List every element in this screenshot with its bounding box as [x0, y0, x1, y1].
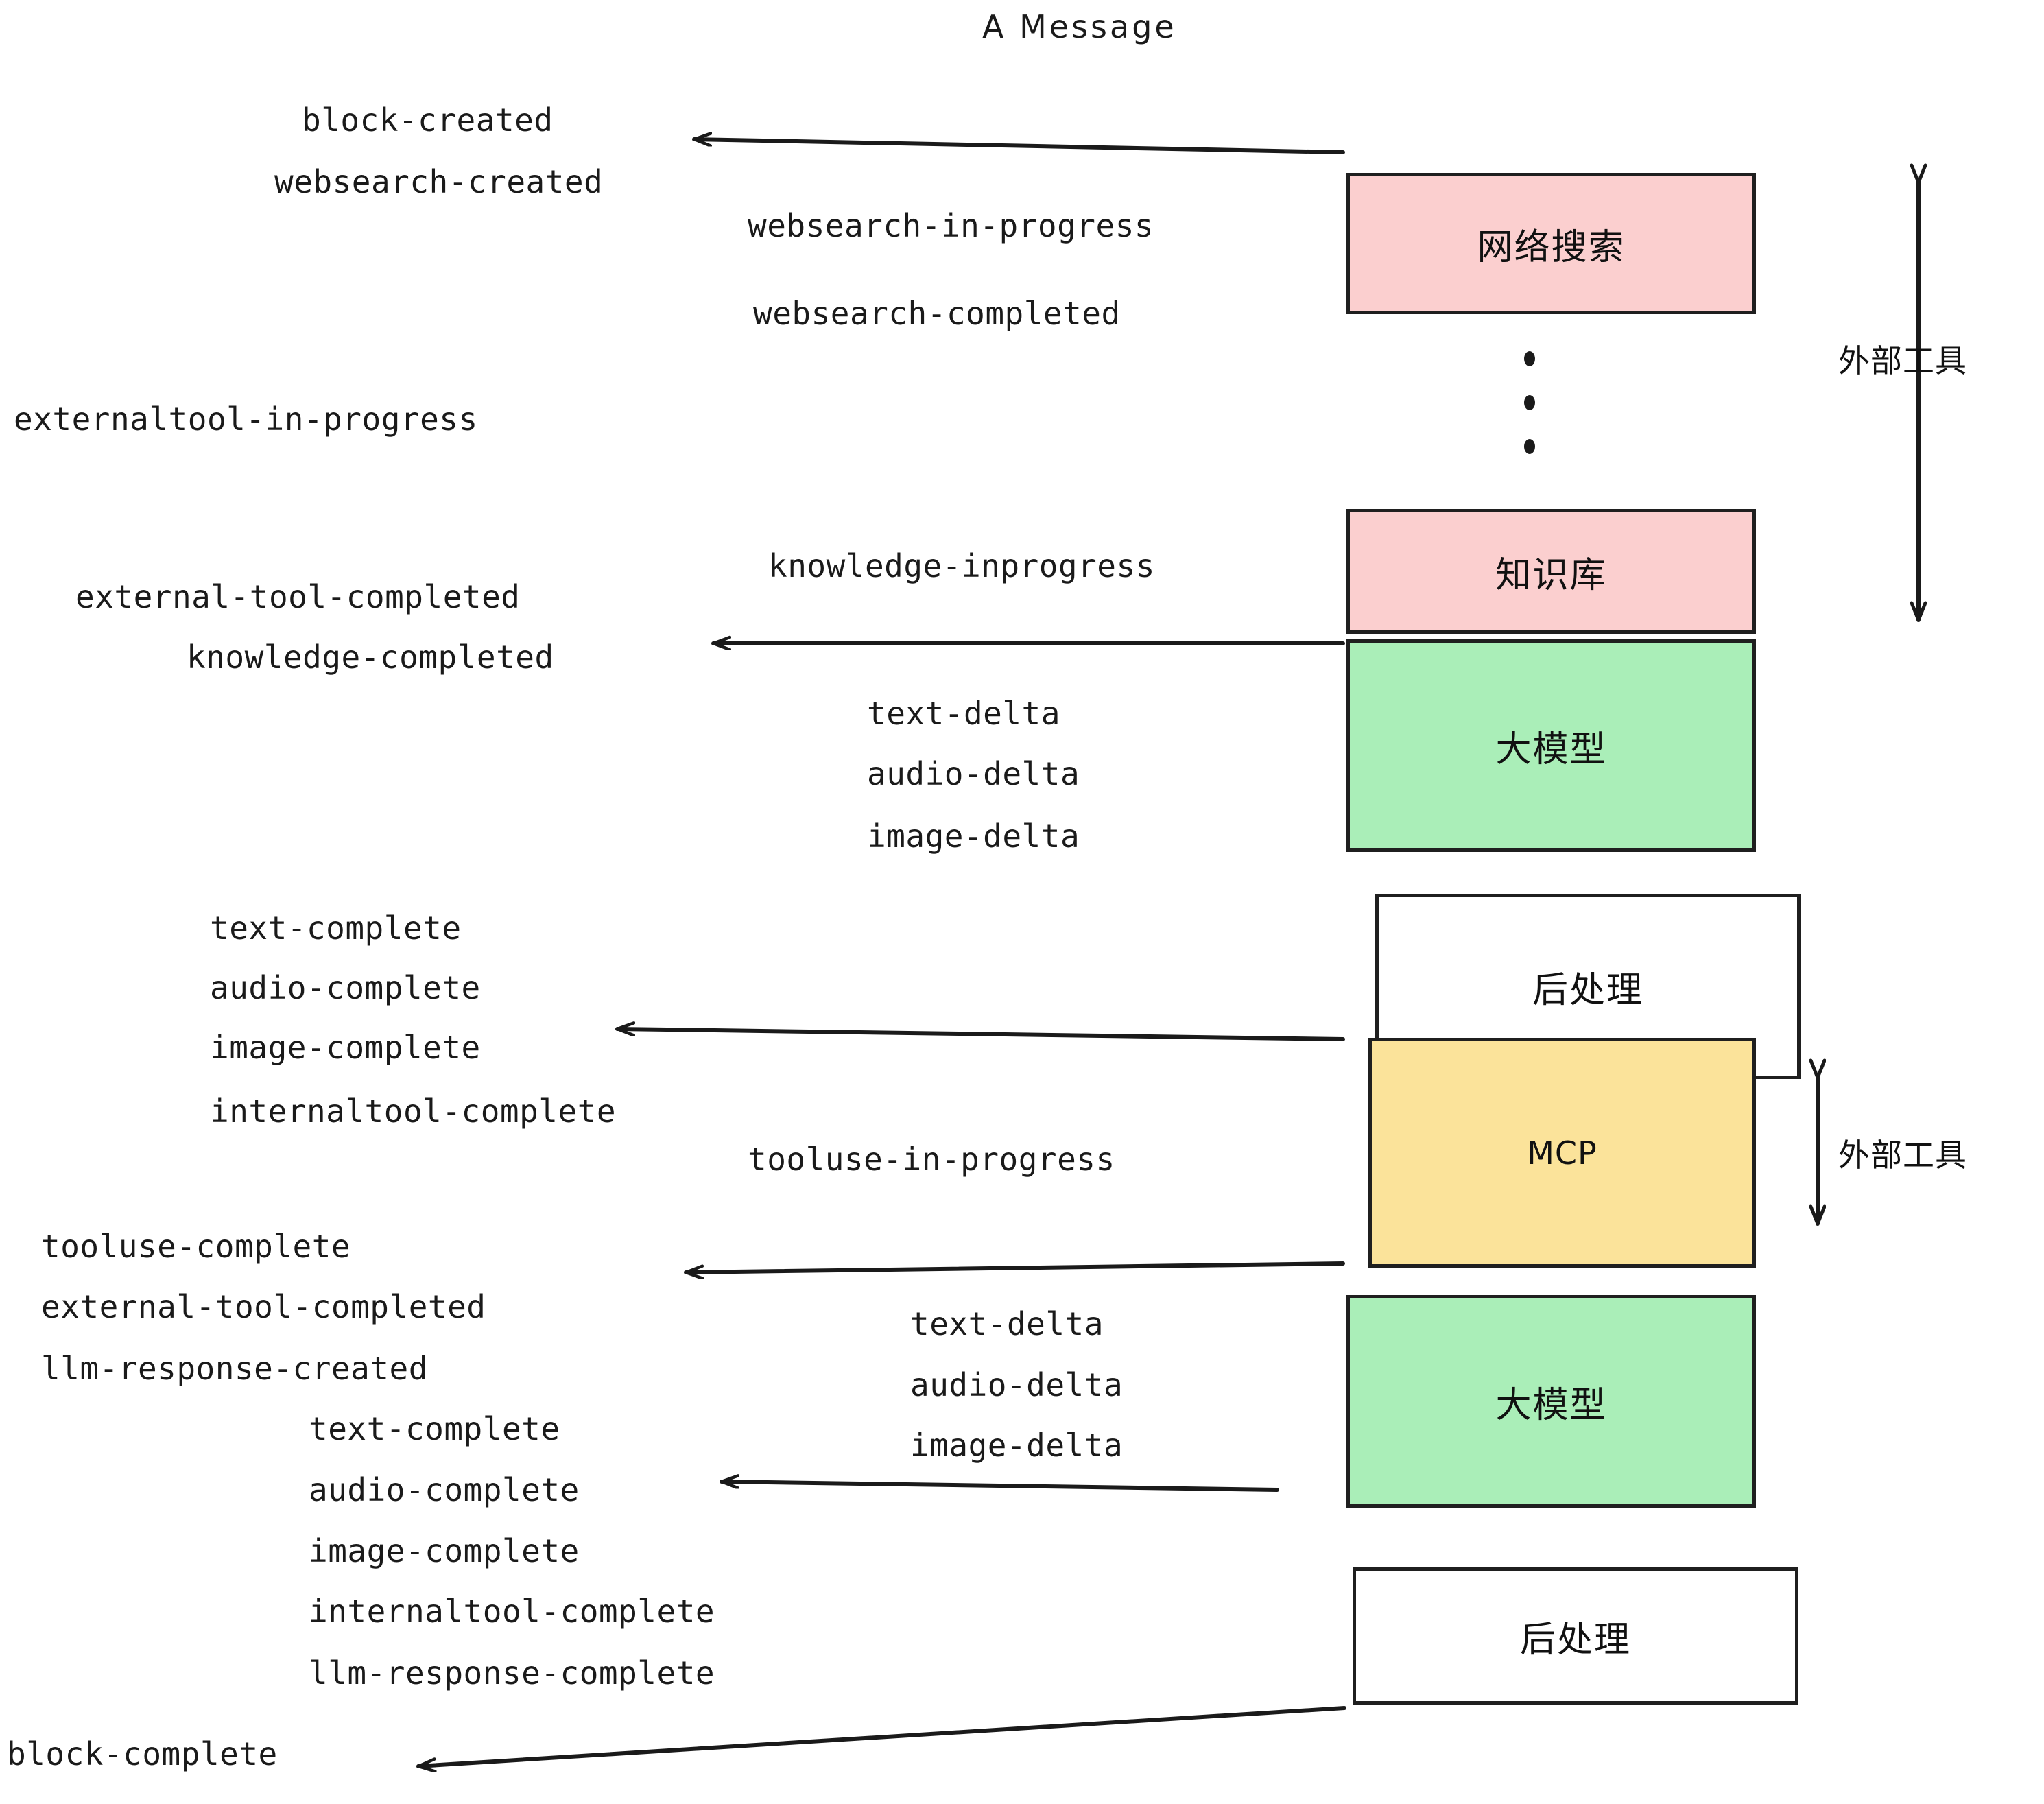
event-label-audio-complete-1: audio-complete — [210, 969, 481, 1006]
vertical-ellipsis-icon — [1524, 351, 1535, 454]
event-label-knowledge-inprogress: knowledge-inprogress — [768, 547, 1155, 584]
node-label: 网络搜索 — [1477, 226, 1626, 268]
event-label-external-tool-completed-2: external-tool-completed — [41, 1288, 486, 1325]
event-label-audio-complete-2: audio-complete — [309, 1471, 580, 1508]
node-knowledgebase[interactable]: 知识库 — [1346, 509, 1756, 634]
node-llm-lower[interactable]: 大模型 — [1346, 1295, 1756, 1508]
node-label: MCP — [1527, 1134, 1597, 1172]
arrow-block-created — [692, 139, 1345, 154]
event-label-audio-delta-2: audio-delta — [910, 1366, 1124, 1403]
event-label-block-complete: block-complete — [7, 1735, 278, 1772]
event-label-tooluse-in-progress: tooluse-in-progress — [748, 1141, 1115, 1178]
event-label-image-delta-1: image-delta — [867, 818, 1080, 855]
page-title: A Message — [982, 8, 1177, 45]
node-label: 知识库 — [1495, 554, 1607, 596]
node-postprocess-2[interactable]: 后处理 — [1353, 1567, 1798, 1705]
event-label-llm-response-created: llm-response-created — [41, 1350, 428, 1387]
arrow-block-complete — [416, 1706, 1346, 1766]
node-label: 后处理 — [1532, 969, 1643, 1011]
event-label-internaltool-complete-1: internaltool-complete — [210, 1093, 617, 1130]
side-label-external-tools-lower: 外部工具 — [1838, 1137, 1967, 1174]
event-label-tooluse-complete: tooluse-complete — [41, 1228, 351, 1265]
event-label-block-created: block-created — [302, 102, 554, 139]
event-label-text-complete-1: text-complete — [210, 910, 462, 947]
side-label-external-tools-upper: 外部工具 — [1838, 342, 1967, 379]
event-label-llm-response-complete: llm-response-complete — [309, 1654, 715, 1692]
event-label-text-delta-1: text-delta — [867, 695, 1060, 732]
event-label-external-tool-completed-1: external-tool-completed — [75, 578, 521, 615]
arrow-tooluse-complete — [684, 1261, 1345, 1272]
event-label-image-complete-1: image-complete — [210, 1029, 481, 1066]
node-mcp[interactable]: MCP — [1368, 1038, 1756, 1268]
node-llm-upper[interactable]: 大模型 — [1346, 639, 1756, 852]
event-label-image-delta-2: image-delta — [910, 1427, 1124, 1464]
event-label-internaltool-complete-2: internaltool-complete — [309, 1593, 715, 1630]
event-label-externaltool-in-progress: externaltool-in-progress — [14, 401, 478, 438]
arrow-audio-complete — [720, 1482, 1279, 1492]
node-label: 后处理 — [1519, 1619, 1631, 1661]
event-label-knowledge-completed: knowledge-completed — [187, 639, 554, 676]
event-label-websearch-created: websearch-created — [274, 163, 604, 200]
node-websearch[interactable]: 网络搜索 — [1346, 173, 1756, 314]
arrow-image-complete — [615, 1029, 1345, 1041]
event-label-audio-delta-1: audio-delta — [867, 755, 1080, 792]
node-label: 大模型 — [1495, 1384, 1607, 1426]
event-label-image-complete-2: image-complete — [309, 1532, 580, 1569]
event-label-text-delta-2: text-delta — [910, 1305, 1104, 1342]
node-label: 大模型 — [1495, 728, 1607, 770]
event-label-text-complete-2: text-complete — [309, 1410, 560, 1447]
event-label-websearch-completed: websearch-completed — [753, 295, 1121, 332]
event-label-websearch-in-progress: websearch-in-progress — [748, 207, 1154, 244]
